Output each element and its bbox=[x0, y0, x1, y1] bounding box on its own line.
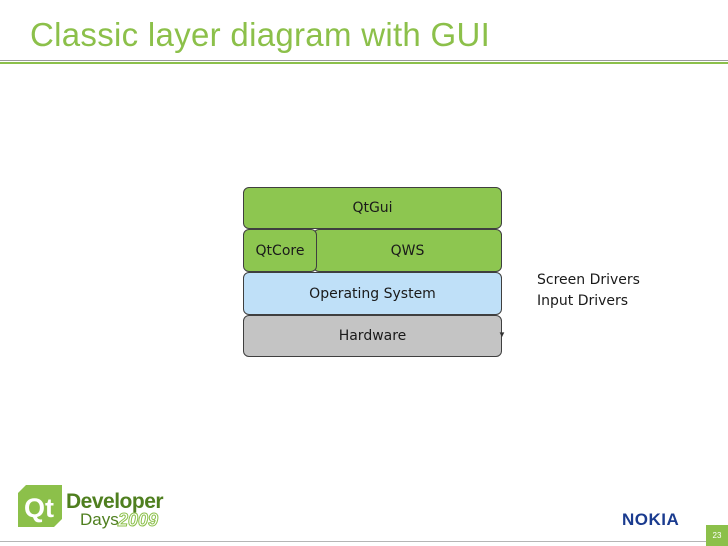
nokia-logo: NOKIA bbox=[622, 510, 680, 529]
page-number: 23 bbox=[706, 525, 728, 546]
layer-os-label: Operating System bbox=[309, 285, 436, 302]
layer-qws-label: QWS bbox=[390, 242, 425, 259]
arrow-tip-icon: ▼ bbox=[498, 330, 506, 339]
layer-qtcore: QtCore bbox=[243, 229, 317, 272]
layer-qws: QWS bbox=[313, 229, 502, 272]
layer-qtcore-label: QtCore bbox=[255, 242, 305, 259]
slide-title: Classic layer diagram with GUI bbox=[30, 16, 491, 53]
input-drivers-label: Input Drivers bbox=[537, 293, 629, 309]
layer-operating-system: Operating System bbox=[243, 272, 502, 315]
logo-developer-text: Developer bbox=[66, 490, 164, 513]
layer-qtgui: QtGui bbox=[243, 187, 502, 229]
logo-days-text: Days bbox=[80, 510, 119, 529]
footer-divider bbox=[0, 541, 706, 542]
qt-logo-icon: Qt bbox=[18, 485, 62, 527]
layer-qtgui-label: QtGui bbox=[352, 200, 393, 216]
qt-logo-text: Qt bbox=[24, 493, 54, 523]
title-divider-top bbox=[0, 60, 728, 61]
layer-hardware-label: Hardware bbox=[338, 328, 407, 344]
logo-year-text: 2009 bbox=[117, 510, 159, 531]
title-divider bbox=[0, 62, 728, 64]
screen-drivers-label: Screen Drivers bbox=[537, 272, 640, 288]
layer-hardware: Hardware bbox=[243, 315, 502, 357]
